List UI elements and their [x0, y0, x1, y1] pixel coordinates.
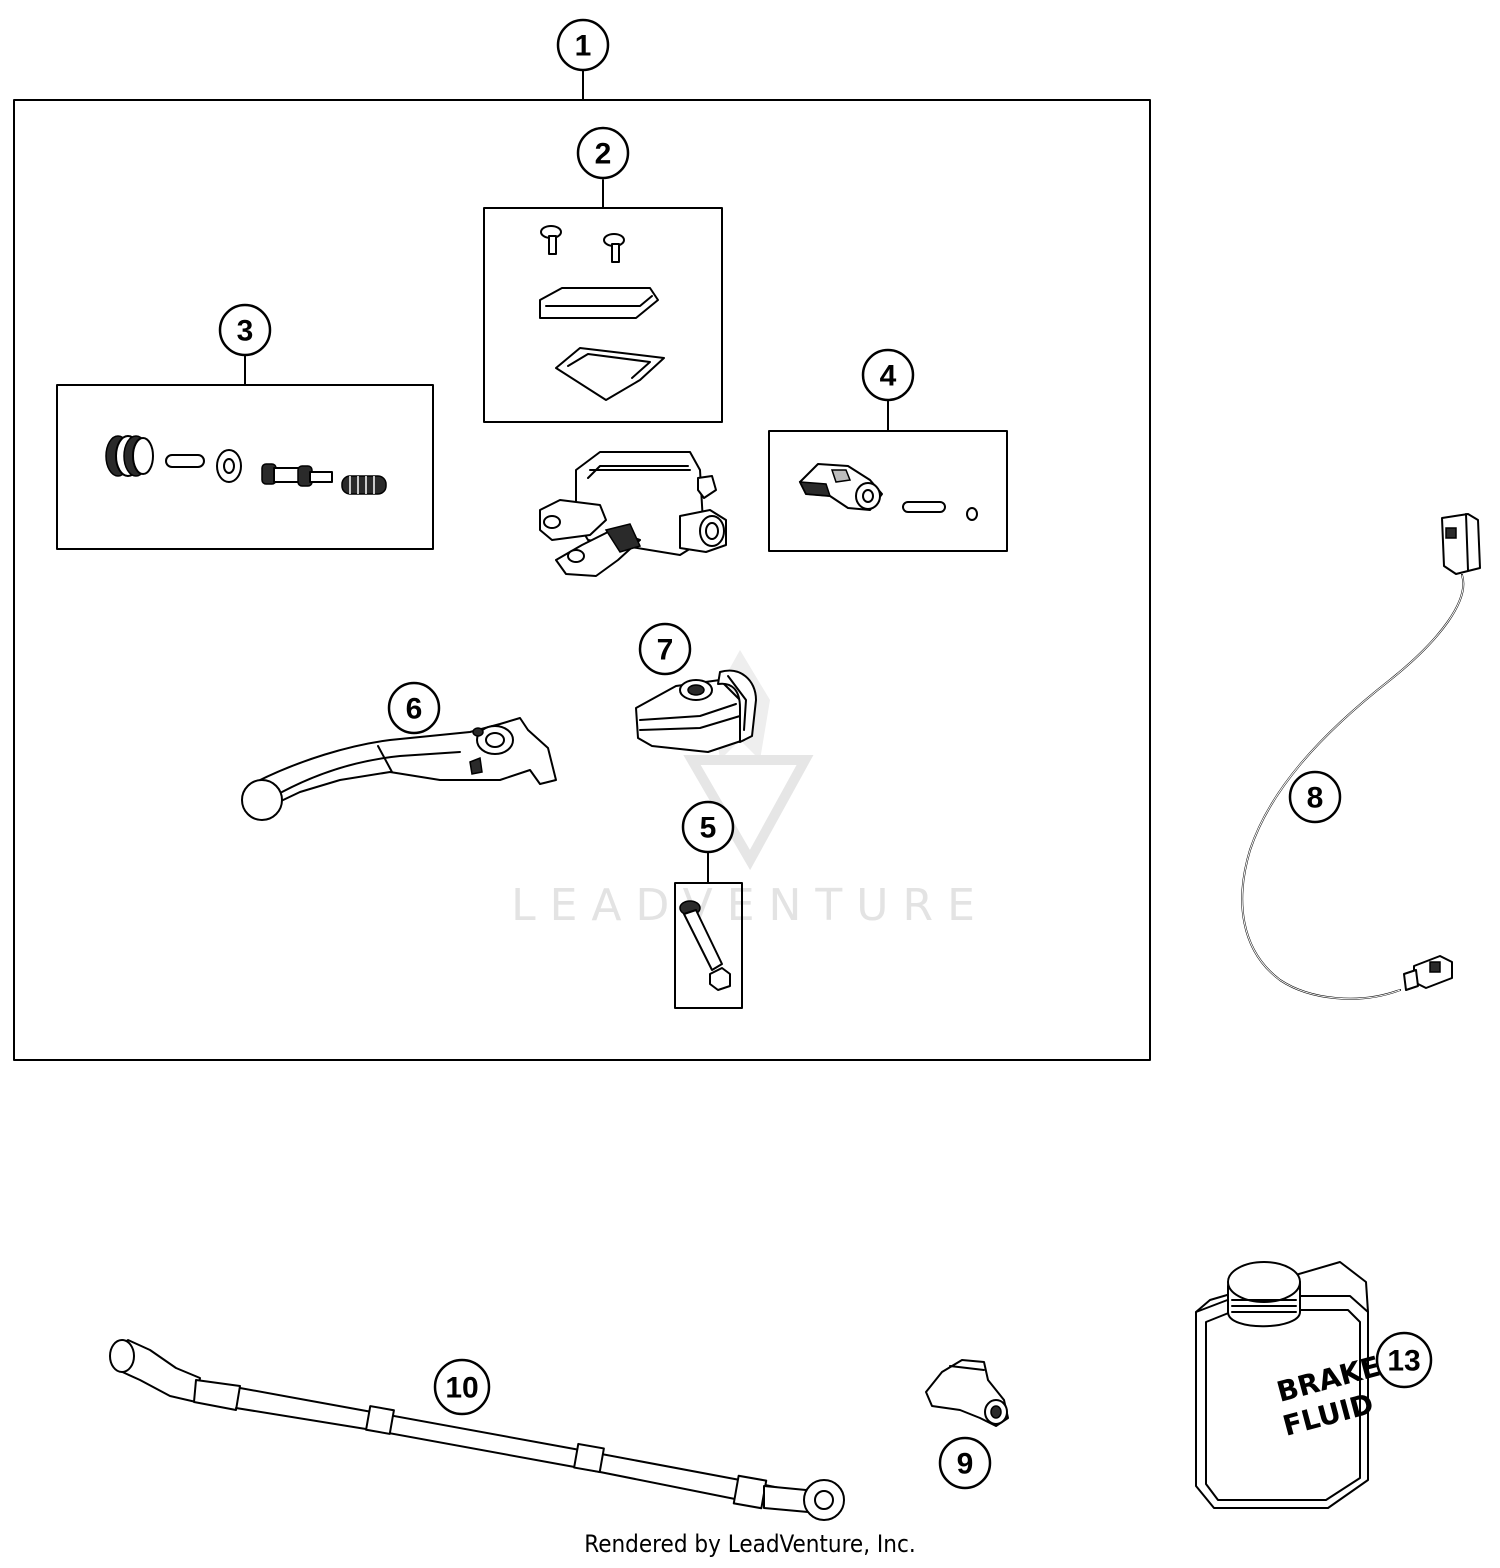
adjuster-ring — [966, 507, 978, 521]
callout-8-number: 8 — [1307, 782, 1324, 815]
dust-boot — [105, 435, 154, 477]
callout-9: 9 — [938, 1436, 992, 1490]
return-spring — [341, 475, 387, 495]
pivot-bolt-kit — [679, 900, 731, 991]
callout-2-number: 2 — [595, 138, 612, 171]
switch-connector — [1441, 513, 1481, 575]
callout-4-number: 4 — [880, 360, 897, 393]
plug-connector — [1403, 955, 1453, 991]
callout-3-number: 3 — [237, 315, 254, 348]
reservoir-cover — [539, 287, 659, 319]
cover-gasket — [555, 347, 665, 401]
callout-6-number: 6 — [406, 693, 423, 726]
callout-13-number: 13 — [1387, 1345, 1420, 1378]
callout-9-number: 9 — [957, 1448, 974, 1481]
callout-10: 10 — [433, 1358, 491, 1416]
callout-8: 8 — [1288, 770, 1342, 824]
callout-5: 5 — [681, 800, 735, 854]
callout-6: 6 — [387, 681, 441, 735]
brake-light-switch-cable — [1241, 513, 1481, 1000]
callout-4: 4 — [861, 348, 915, 402]
callout-13: 13 — [1375, 1331, 1433, 1389]
brake-lever — [241, 717, 557, 821]
render-credit: Rendered by LeadVenture, Inc. — [584, 1530, 916, 1558]
adjuster-kit — [798, 463, 978, 521]
callout-1: 1 — [556, 18, 610, 72]
callout-7-number: 7 — [657, 634, 674, 667]
piston — [261, 463, 333, 487]
cover-screw-left — [540, 225, 562, 255]
reservoir-cover-kit — [539, 225, 665, 401]
cover-screw-right — [603, 233, 625, 263]
master-cylinder-body — [539, 451, 727, 577]
callout-3: 3 — [218, 303, 272, 357]
callout-1-number: 1 — [575, 30, 592, 63]
callout-5-number: 5 — [700, 812, 717, 845]
adjuster-pin — [902, 501, 946, 513]
lever-holder — [635, 669, 757, 753]
push-rod — [165, 454, 205, 468]
watermark-text: LEADVENTURE — [511, 880, 989, 931]
callout-2: 2 — [576, 126, 630, 180]
adjuster-holder — [925, 1359, 1009, 1427]
washer — [216, 449, 242, 483]
callout-10-number: 10 — [445, 1372, 478, 1405]
brake-hose — [109, 1339, 845, 1521]
piston-kit — [105, 435, 387, 495]
brake-fluid-bottle: BRAKE FLUID — [1195, 1261, 1384, 1509]
callout-7: 7 — [638, 622, 692, 676]
